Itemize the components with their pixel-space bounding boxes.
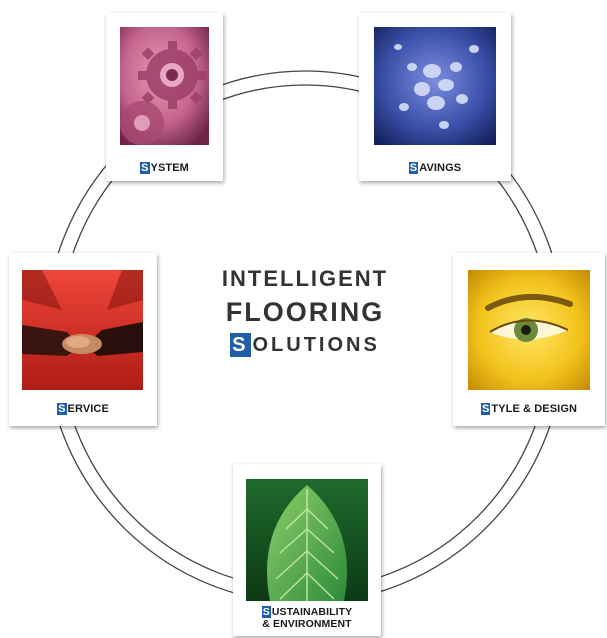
- title-solutions-rest: OLUTIONS: [252, 334, 380, 356]
- gears-icon: [120, 27, 209, 145]
- eye-icon: [468, 270, 590, 390]
- title-line-flooring: FLOORING: [225, 297, 385, 327]
- leaf-icon: [246, 479, 368, 601]
- coins-icon: [374, 27, 496, 145]
- title-s-initial: S: [230, 333, 251, 357]
- title-line-intelligent: INTELLIGENT: [221, 266, 389, 291]
- handshake-icon: [22, 270, 143, 390]
- sustainability-label-line2: & ENVIRONMENT: [262, 618, 352, 630]
